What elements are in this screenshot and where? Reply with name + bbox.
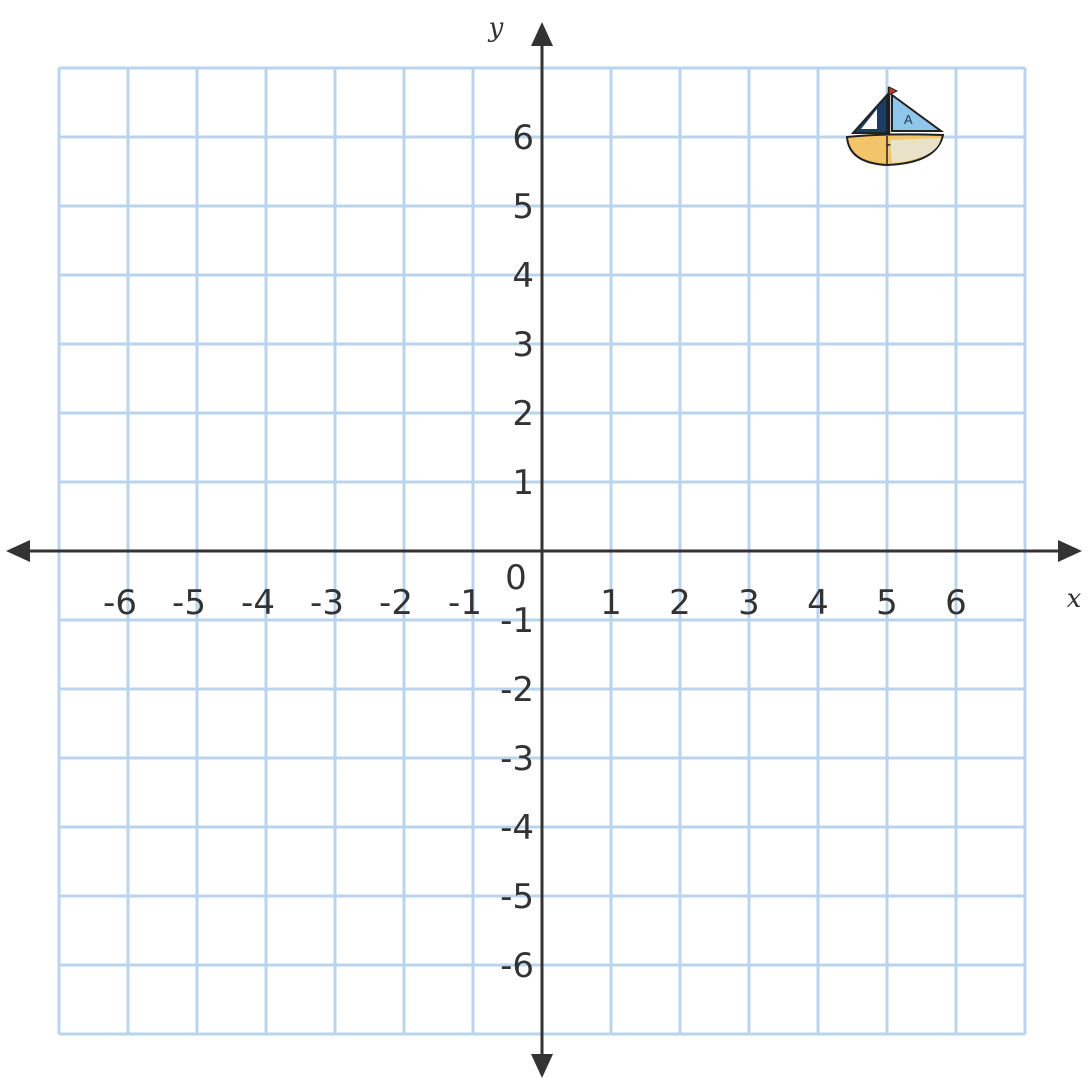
y-tick-label: 5 — [512, 187, 534, 227]
y-tick-label: -1 — [500, 601, 534, 641]
y-tick-label: -5 — [500, 877, 534, 917]
y-tick-label: 2 — [512, 394, 534, 434]
x-tick-label: -4 — [241, 583, 275, 623]
x-axis-arrow-left-icon — [6, 540, 30, 562]
x-tick-label: -1 — [448, 583, 482, 623]
x-tick-label: 1 — [600, 583, 622, 623]
y-tick-label: -4 — [500, 808, 534, 848]
x-tick-label: -3 — [310, 583, 344, 623]
x-tick-label: -6 — [103, 583, 137, 623]
y-axis-label: y — [488, 13, 504, 43]
origin-label: 0 — [505, 558, 527, 598]
point-label: A — [904, 112, 913, 127]
y-tick-label: 6 — [512, 118, 534, 158]
y-tick-label: 1 — [512, 463, 534, 503]
x-axis-arrow-right-icon — [1058, 540, 1082, 562]
x-tick-label: 6 — [945, 583, 967, 623]
y-tick-label: -3 — [500, 739, 534, 779]
sailboat-icon: A — [845, 86, 945, 167]
y-axis-arrow-up-icon — [531, 22, 553, 46]
x-tick-label: 3 — [738, 583, 760, 623]
x-tick-labels: -6 -5 -4 -3 -2 -1 1 2 3 4 5 6 — [103, 583, 967, 623]
y-tick-labels: 6 5 4 3 2 1 -1 -2 -3 -4 -5 -6 — [500, 118, 534, 986]
x-tick-label: 4 — [807, 583, 829, 623]
y-tick-label: 3 — [512, 325, 534, 365]
axes — [6, 22, 1082, 1078]
x-tick-label: -2 — [379, 583, 413, 623]
y-tick-label: -6 — [500, 946, 534, 986]
x-tick-label: 5 — [876, 583, 898, 623]
plotted-points: A — [845, 86, 945, 167]
y-axis-arrow-down-icon — [531, 1054, 553, 1078]
x-axis-label: x — [1067, 584, 1082, 614]
y-tick-label: 4 — [512, 256, 534, 296]
x-tick-label: -5 — [172, 583, 206, 623]
x-tick-label: 2 — [669, 583, 691, 623]
y-tick-label: -2 — [500, 670, 534, 710]
